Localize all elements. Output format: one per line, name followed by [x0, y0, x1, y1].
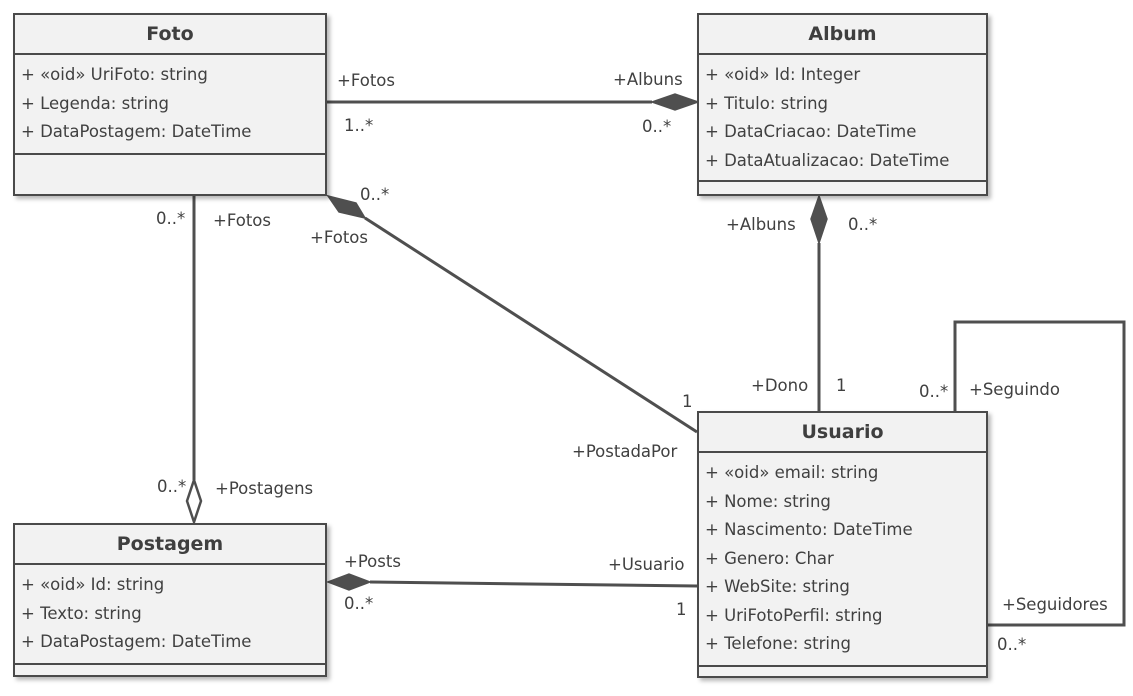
multiplicity-foto-usuario-usuario: 1	[682, 392, 693, 411]
class-usuario-attributes: + «oid» email: string + Nome: string + N…	[699, 453, 986, 667]
aggregation-diamond-postagem-fotos	[185, 476, 203, 526]
multiplicity-foto-album-album: 0..*	[642, 117, 672, 136]
role-label-usuario-fotos: +Fotos	[310, 228, 368, 247]
role-label-album-albuns: +Albuns	[613, 70, 683, 89]
attribute: + Nome: string	[705, 491, 831, 511]
class-album-attributes: + «oid» Id: Integer + Titulo: string + D…	[699, 55, 986, 182]
composition-diamond-foto-usuario	[326, 194, 367, 220]
class-usuario-name: Usuario	[699, 413, 986, 453]
class-album[interactable]: Album + «oid» Id: Integer + Titulo: stri…	[697, 13, 988, 196]
attribute: + Texto: string	[21, 603, 142, 623]
multiplicity-foto-usuario-foto: 0..*	[360, 185, 390, 204]
multiplicity-postagem-usuario-usuario: 1	[676, 600, 687, 619]
attribute: + Titulo: string	[705, 93, 829, 113]
association-usuario-self	[953, 320, 1126, 627]
attribute: + Legenda: string	[21, 93, 169, 113]
role-label-foto-fotos: +Fotos	[337, 71, 395, 90]
role-label-usuario-seguindo: +Seguindo	[969, 380, 1060, 399]
multiplicity-foto-postagem-postagem: 0..*	[157, 477, 187, 496]
multiplicity-album-usuario-album: 0..*	[848, 215, 878, 234]
multiplicity-usuario-seguidores: 0..*	[997, 635, 1027, 654]
role-label-postagem-fotos: +Fotos	[213, 211, 271, 230]
class-foto-attributes: + «oid» UriFoto: string + Legenda: strin…	[15, 55, 325, 155]
attribute: + «oid» email: string	[705, 463, 879, 482]
attribute: + Genero: Char	[705, 548, 834, 568]
role-label-foto-postagens: +Postagens	[215, 479, 314, 498]
class-foto[interactable]: Foto + «oid» UriFoto: string + Legenda: …	[13, 13, 327, 196]
multiplicity-album-usuario-usuario: 1	[836, 376, 847, 395]
association-foto-usuario	[364, 216, 698, 434]
role-label-album-dono: +Dono	[751, 376, 809, 395]
attribute: + DataPostagem: DateTime	[21, 632, 252, 651]
attribute: + «oid» Id: string	[21, 575, 165, 594]
attribute: + Nascimento: DateTime	[705, 520, 913, 539]
class-foto-name: Foto	[15, 15, 325, 55]
class-postagem-name: Postagem	[15, 525, 325, 565]
class-usuario[interactable]: Usuario + «oid» email: string + Nome: st…	[697, 411, 988, 678]
attribute: + WebSite: string	[705, 577, 850, 596]
role-label-usuario-seguidores: +Seguidores	[1002, 595, 1108, 614]
multiplicity-foto-postagem-foto: 0..*	[156, 209, 186, 228]
multiplicity-usuario-seguindo: 0..*	[919, 382, 949, 401]
class-postagem[interactable]: Postagem + «oid» Id: string + Texto: str…	[13, 523, 327, 677]
role-label-postagem-usuario: +Usuario	[608, 555, 685, 574]
attribute: + DataAtualizacao: DateTime	[705, 150, 950, 170]
composition-diamond-usuario-albuns	[810, 193, 828, 246]
role-label-usuario-albuns: +Albuns	[726, 215, 796, 234]
attribute: + Telefone: string	[705, 634, 851, 653]
attribute: + «oid» Id: Integer	[705, 65, 861, 84]
multiplicity-foto-album-foto: 1..*	[344, 116, 374, 135]
composition-diamond-postagem-usuario	[325, 573, 373, 591]
class-postagem-attributes: + «oid» Id: string + Texto: string + Dat…	[15, 565, 325, 665]
attribute: + DataCriacao: DateTime	[705, 122, 917, 141]
multiplicity-postagem-usuario-postagem: 0..*	[344, 594, 374, 613]
role-label-usuario-posts: +Posts	[344, 552, 401, 571]
attribute: + «oid» UriFoto: string	[21, 65, 208, 84]
association-postagem-usuario	[369, 580, 698, 588]
class-album-name: Album	[699, 15, 986, 55]
attribute: + UriFotoPerfil: string	[705, 605, 883, 625]
attribute: + DataPostagem: DateTime	[21, 122, 252, 141]
composition-diamond-album-fotos	[649, 93, 701, 111]
role-label-foto-postadapor: +PostadaPor	[572, 442, 678, 461]
